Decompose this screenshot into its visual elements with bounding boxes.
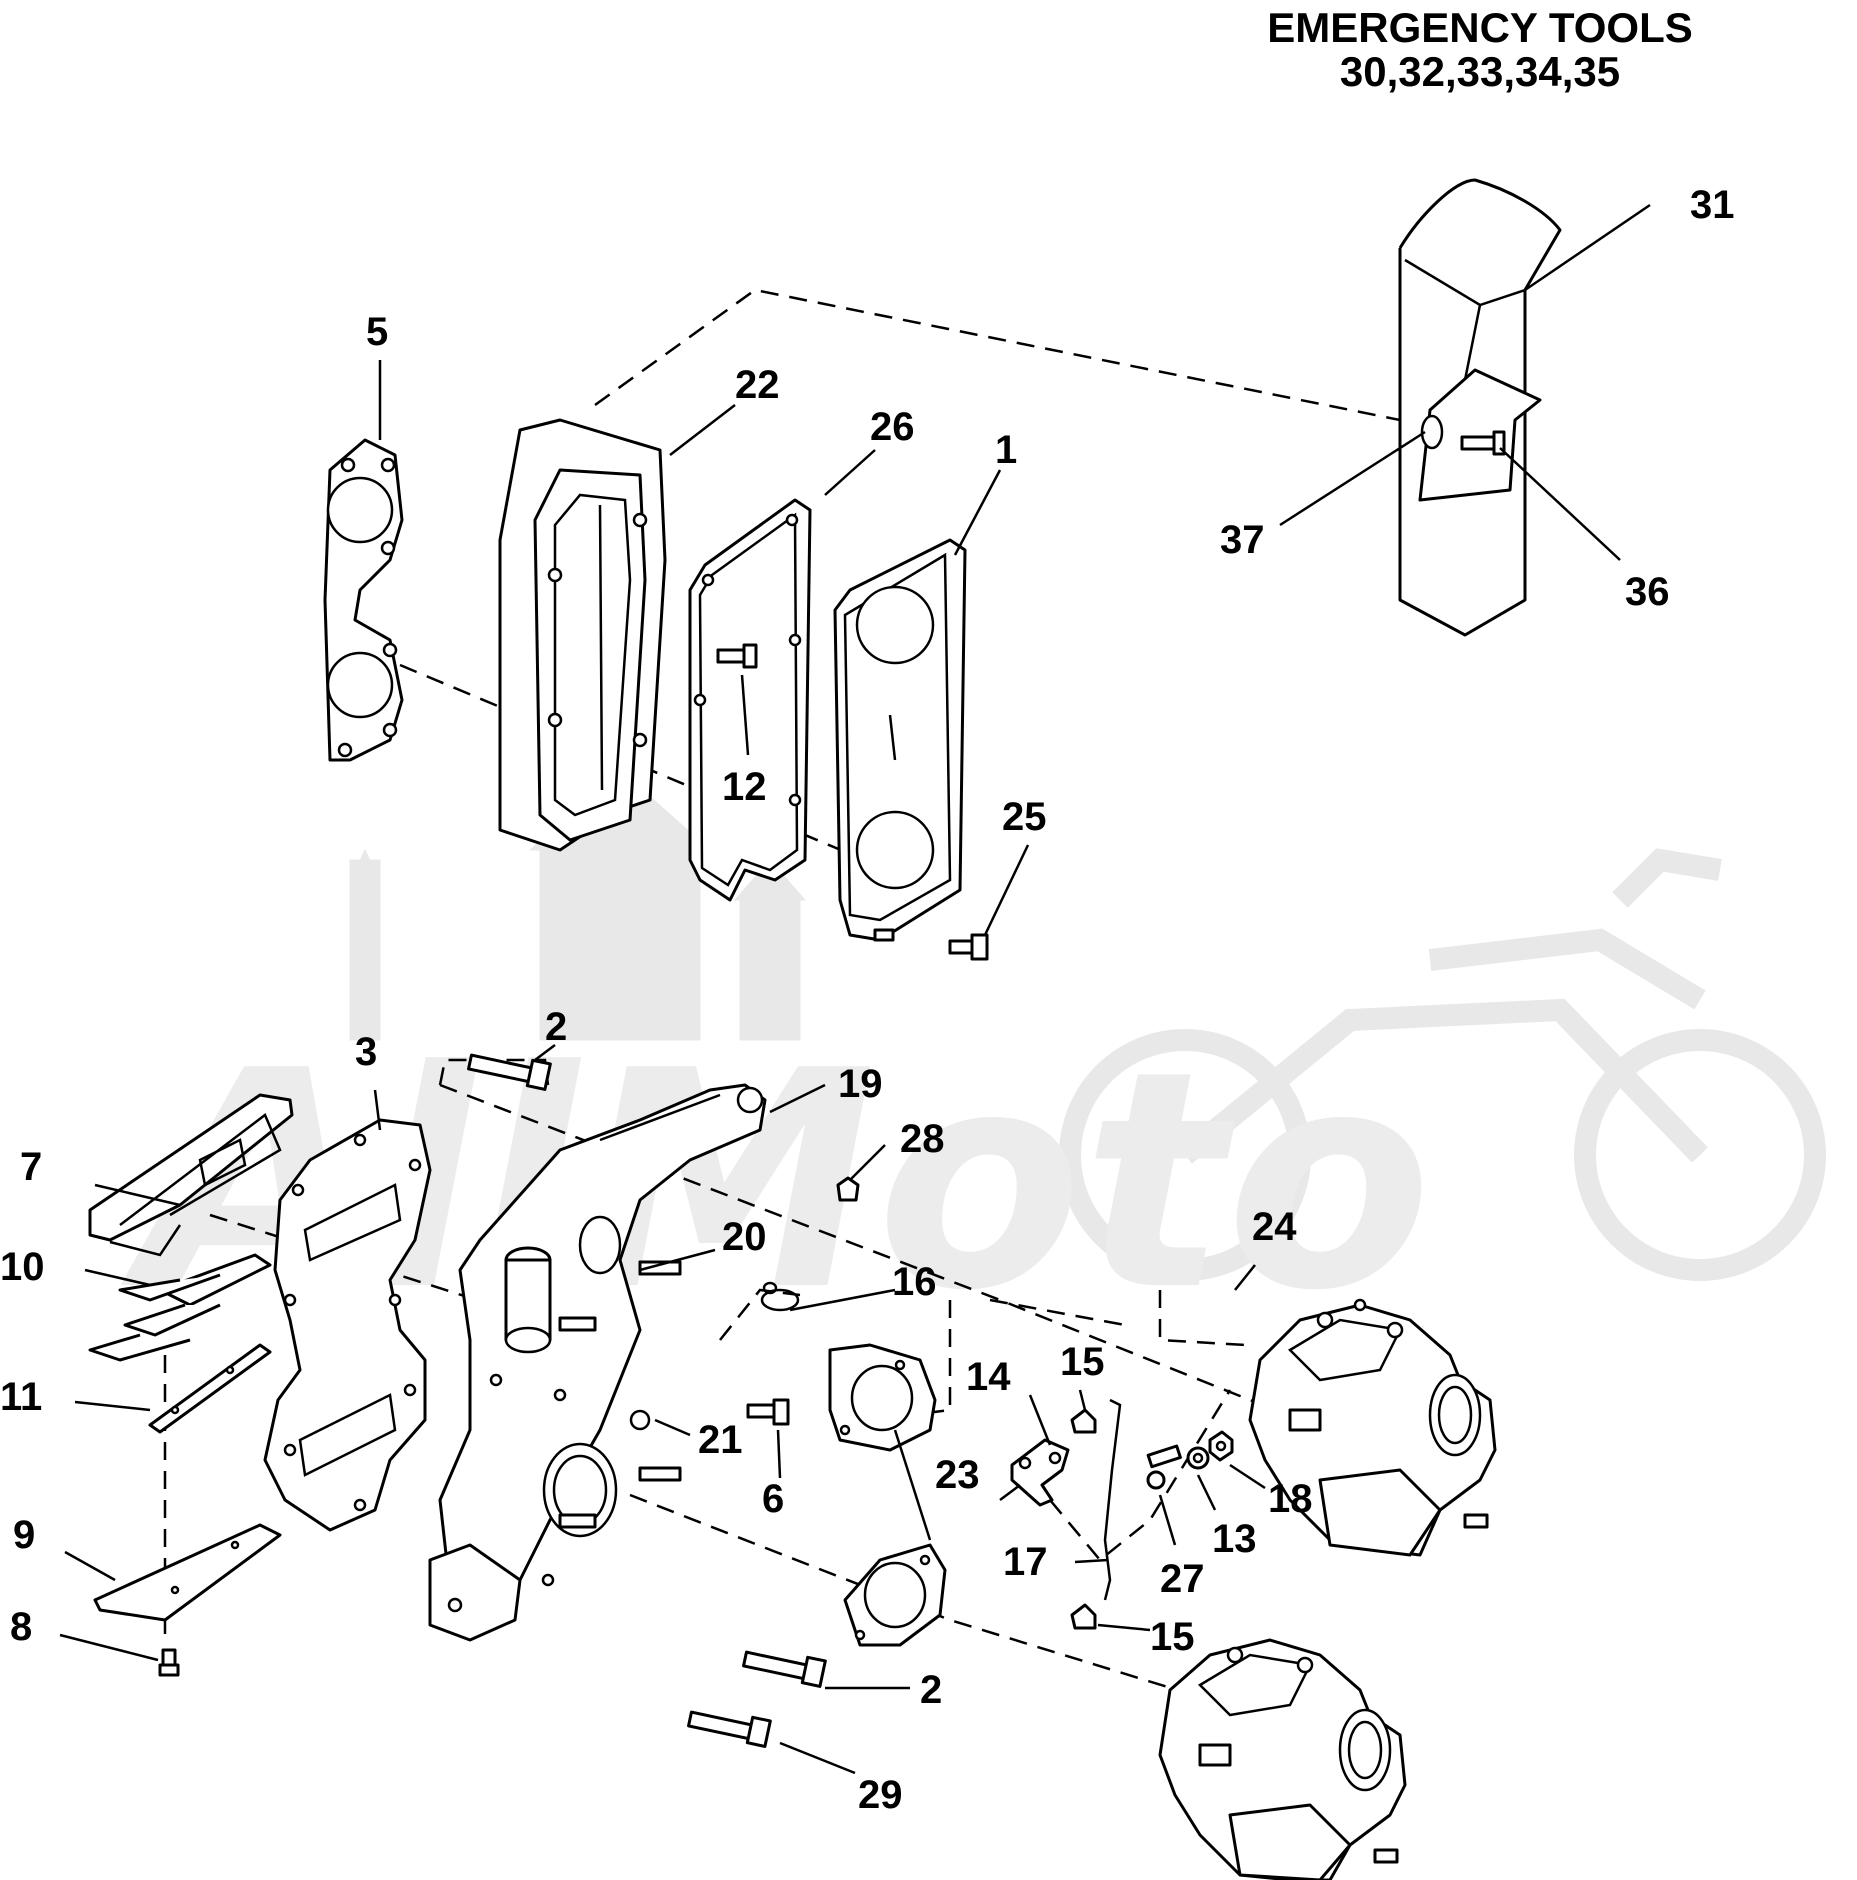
callout-31: 31 xyxy=(1690,183,1735,227)
callout-14: 14 xyxy=(966,1355,1011,1399)
reed-plate-9 xyxy=(93,1523,282,1622)
callout-16: 16 xyxy=(892,1260,937,1304)
socket-15-upper xyxy=(1070,1408,1097,1434)
link-lever-23 xyxy=(1010,1438,1070,1507)
callout-20: 20 xyxy=(722,1215,767,1259)
callout-18: 18 xyxy=(1268,1477,1313,1521)
leader-lines xyxy=(59,203,1651,1775)
callout-1: 1 xyxy=(995,428,1017,472)
socket-15-lower xyxy=(1070,1603,1097,1630)
callout-19: 19 xyxy=(838,1062,883,1106)
bolt-2-upper xyxy=(467,1053,552,1091)
reed-block-7 xyxy=(88,1093,294,1257)
header-title: EMERGENCY TOOLS xyxy=(1267,4,1693,51)
callout-13: 13 xyxy=(1212,1517,1257,1561)
cap-28 xyxy=(836,1176,860,1202)
callout-29: 29 xyxy=(858,1773,903,1817)
screw-8 xyxy=(158,1648,180,1677)
callout-21: 21 xyxy=(698,1418,743,1462)
callout-22: 22 xyxy=(735,363,780,407)
callout-8: 8 xyxy=(10,1605,32,1649)
plate-1 xyxy=(833,538,967,942)
screw-25 xyxy=(948,933,989,961)
bolt-2-lower xyxy=(742,1650,827,1688)
callout-3: 3 xyxy=(355,1030,377,1074)
callout-37: 37 xyxy=(1220,518,1265,562)
callout-5: 5 xyxy=(366,310,388,354)
gasket-link-line xyxy=(893,1429,932,1541)
reed-stop-11 xyxy=(148,1343,272,1434)
callout-15-upper: 15 xyxy=(1060,1340,1105,1384)
header-tool-numbers: 30,32,33,34,35 xyxy=(1339,48,1621,95)
callout-2-lower: 2 xyxy=(920,1668,942,1712)
callout-36: 36 xyxy=(1625,570,1670,614)
gasket-3 xyxy=(263,1118,432,1532)
callout-28: 28 xyxy=(900,1117,945,1161)
callout-11: 11 xyxy=(0,1375,42,1419)
callout-23: 23 xyxy=(935,1453,980,1497)
callout-26: 26 xyxy=(870,405,915,449)
carb-gasket-upper xyxy=(828,1343,937,1452)
stud-20 xyxy=(638,1260,682,1276)
carburetor-lower xyxy=(1158,1638,1407,1880)
callout-6: 6 xyxy=(762,1477,784,1521)
callout-15-lower: 15 xyxy=(1150,1615,1195,1659)
callout-24: 24 xyxy=(1252,1205,1297,1249)
gasket-5 xyxy=(323,438,404,762)
callout-9: 9 xyxy=(13,1513,35,1557)
rod-17 xyxy=(1103,1398,1122,1601)
watermark-motorcycle-icon xyxy=(1059,848,1826,1281)
fitting-21 xyxy=(629,1409,651,1431)
nut-18 xyxy=(1208,1430,1234,1462)
callout-7: 7 xyxy=(20,1145,42,1189)
callout-2-upper: 2 xyxy=(545,1005,567,1049)
callout-27: 27 xyxy=(1160,1557,1205,1601)
clip-16 xyxy=(760,1281,800,1312)
bolt-29 xyxy=(687,1710,772,1748)
screw-12 xyxy=(716,643,758,669)
cover-22 xyxy=(498,418,667,852)
carburetor-upper xyxy=(1248,1298,1497,1557)
gasket-26 xyxy=(688,498,812,902)
callout-17: 17 xyxy=(1003,1540,1048,1584)
callout-12: 12 xyxy=(722,765,767,809)
callout-10: 10 xyxy=(0,1245,45,1289)
callout-25: 25 xyxy=(1002,795,1047,839)
washer-13 xyxy=(1186,1446,1210,1470)
carb-gasket-lower xyxy=(843,1543,947,1647)
intake-manifold-19 xyxy=(428,1083,767,1642)
screw-27 xyxy=(1146,1444,1182,1490)
emergency-tool-31 xyxy=(1398,178,1562,637)
callout-labels: 31 37 36 5 22 26 1 12 25 2 3 19 28 20 16… xyxy=(0,183,1735,1817)
screw-6 xyxy=(746,1398,790,1426)
